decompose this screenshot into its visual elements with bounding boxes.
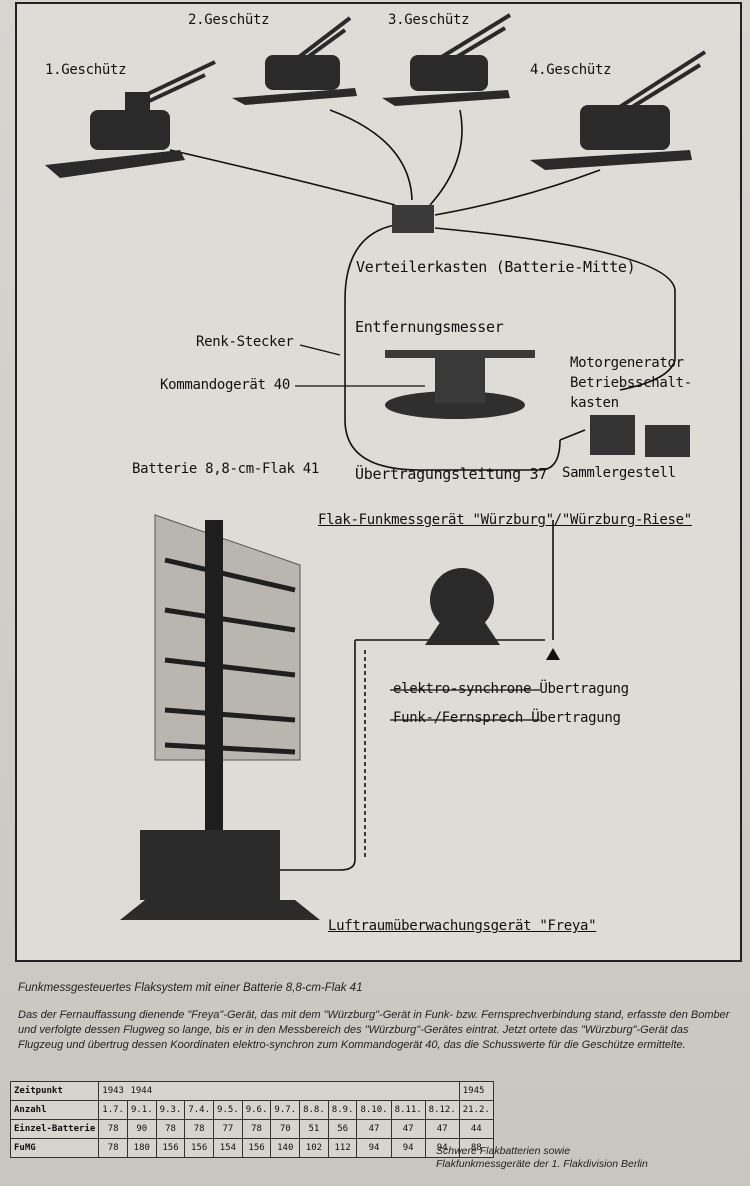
date-cell: 8.8. (299, 1100, 329, 1120)
value-cell: 102 (299, 1138, 329, 1158)
row-label-fumg: FuMG (9, 1138, 100, 1158)
flak-system-illustration (45, 13, 707, 920)
cable-gun2 (329, 109, 413, 201)
value-cell: 78 (155, 1119, 186, 1139)
date-cell: 9.3. (155, 1100, 186, 1120)
value-cell: 56 (327, 1119, 358, 1139)
table-side-note: Schwere Flakbatterien sowie Flakfunkmess… (436, 1145, 648, 1171)
freya-label: Luftraumüberwachungsgerät "Freya" (328, 918, 597, 934)
date-cell: 9.1. (126, 1100, 157, 1120)
value-cell: 47 (356, 1119, 392, 1139)
figure-caption-title: Funkmessgesteuertes Flaksystem mit einer… (18, 982, 363, 994)
value-cell: 90 (126, 1119, 157, 1139)
header-count: Anzahl (9, 1100, 100, 1120)
date-cell: 9.5. (213, 1100, 243, 1120)
value-cell: 94 (390, 1138, 426, 1158)
cable-loop-right (434, 227, 676, 391)
motor-generator-label: Motorgenerator (570, 355, 684, 371)
date-cell: 8.10. (356, 1100, 392, 1120)
value-cell: 47 (424, 1119, 460, 1139)
command-device-label: Kommandogerät 40 (160, 377, 291, 393)
value-cell: 180 (126, 1138, 157, 1158)
value-cell: 47 (390, 1119, 426, 1139)
value-cell: 112 (327, 1138, 358, 1158)
date-cell: 7.4. (184, 1100, 215, 1120)
year-1943: 1943 (98, 1081, 128, 1101)
freya-drawing (120, 514, 320, 920)
gun3-label: 3.Geschütz (388, 12, 470, 28)
date-cell: 9.6. (241, 1100, 272, 1120)
rangefinder-label: Entfernungsmesser (355, 318, 504, 336)
value-cell: 156 (155, 1138, 186, 1158)
figure-caption-body: Das der Fernauffassung dienende "Freya"-… (18, 1009, 730, 1051)
gun2-drawing (232, 16, 357, 105)
gun2-label: 2.Geschütz (188, 12, 270, 28)
cable-freya (265, 640, 356, 871)
cable-gun3 (429, 109, 463, 206)
value-cell: 88 (458, 1138, 494, 1158)
date-cell: 21.2. (458, 1100, 494, 1120)
date-cell: 8.9. (327, 1100, 358, 1120)
value-cell: 154 (213, 1138, 243, 1158)
battery-label: Batterie 8,8-cm-Flak 41 (132, 461, 319, 477)
command-device-drawing (385, 350, 535, 419)
year-1944: 1944 (127, 1081, 460, 1101)
date-cell: 9.7. (270, 1100, 301, 1120)
table-row-years: Zeitpunkt 1943 1944 1945 (9, 1081, 494, 1101)
control-box-label-line1: Betriebsschalt- (570, 375, 692, 391)
value-cell: 78 (98, 1119, 128, 1139)
gun4-label: 4.Geschütz (530, 62, 612, 78)
arrow-up-icon (546, 648, 560, 660)
cable-loop-left (344, 224, 561, 471)
value-cell: 51 (299, 1119, 329, 1139)
cable-gun1 (169, 149, 396, 206)
wuerzburg-label: Flak-Funkmessgerät "Würzburg"/"Würzburg-… (318, 512, 692, 528)
distribution-box-drawing (392, 205, 434, 233)
cable-gun4 (434, 169, 601, 216)
date-cell: 8.12. (424, 1100, 460, 1120)
control-box-drawing (590, 415, 635, 455)
value-cell: 44 (458, 1119, 494, 1139)
table-row: FuMG 78 180 156 156 154 156 140 102 112 … (9, 1138, 494, 1158)
transmission-line-label: Übertragungsleitung 37 (355, 465, 548, 483)
header-time: Zeitpunkt (9, 1081, 100, 1101)
value-cell: 70 (270, 1119, 301, 1139)
electro-sync-label: elektro-synchrone Übertragung (393, 681, 629, 697)
value-cell: 77 (213, 1119, 243, 1139)
date-cell: 8.11. (390, 1100, 426, 1120)
row-label-einzel-batterie: Einzel-Batterie (9, 1119, 100, 1139)
side-note-line1: Schwere Flakbatterien sowie (436, 1145, 571, 1157)
renk-plug-label: Renk-Stecker (196, 334, 294, 350)
motor-generator-drawing (645, 425, 690, 457)
distribution-box-label: Verteilerkasten (Batterie-Mitte) (356, 258, 636, 276)
value-cell: 156 (241, 1138, 272, 1158)
value-cell: 78 (184, 1119, 215, 1139)
wuerzburg-drawing (425, 568, 500, 645)
gun3-drawing (382, 13, 512, 106)
gun1-drawing (45, 60, 216, 178)
date-cell: 1.7. (98, 1100, 128, 1120)
side-note-line2: Flakfunkmessgeräte der 1. Flakdivision B… (436, 1158, 648, 1170)
table-row-dates: Anzahl 1.7. 9.1. 9.3. 7.4. 9.5. 9.6. 9.7… (9, 1100, 494, 1120)
flak-statistics-table: Zeitpunkt 1943 1944 1945 Anzahl 1.7. 9.1… (9, 1081, 494, 1158)
table-row: Einzel-Batterie 78 90 78 78 77 78 70 51 … (9, 1119, 494, 1139)
collector-rack-label: Sammlergestell (562, 465, 676, 481)
radio-phone-label: Funk-/Fernsprech Übertragung (393, 710, 621, 726)
value-cell: 140 (270, 1138, 301, 1158)
value-cell: 94 (356, 1138, 392, 1158)
control-box-label-line2: kasten (570, 395, 619, 411)
value-cell: 156 (184, 1138, 215, 1158)
gun4-drawing (530, 50, 707, 170)
gun1-label: 1.Geschütz (45, 62, 127, 78)
value-cell: 78 (241, 1119, 272, 1139)
year-1945: 1945 (458, 1081, 494, 1101)
value-cell: 78 (98, 1138, 128, 1158)
